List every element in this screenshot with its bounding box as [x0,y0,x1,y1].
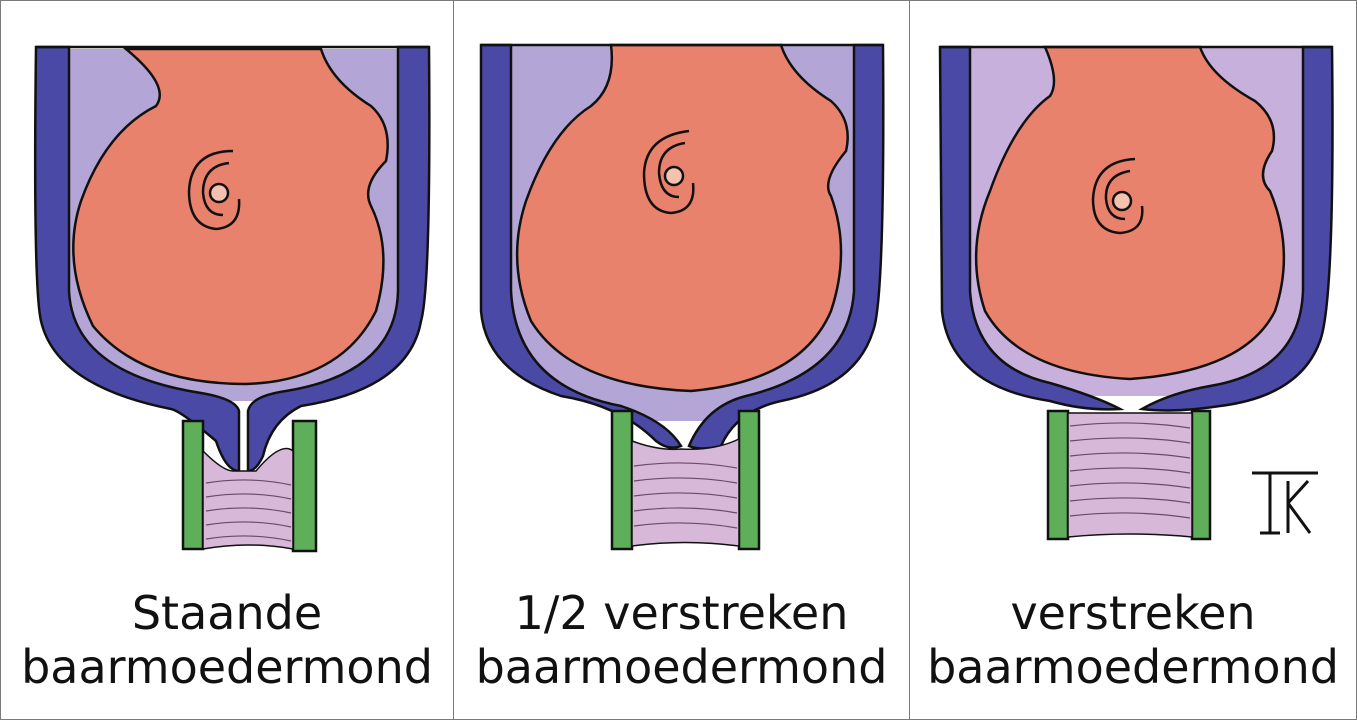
caption-line-2: baarmoedermond [910,641,1356,693]
caption-line-2: baarmoedermond [454,641,909,693]
caption-line-1: Staande [1,587,453,639]
vagina-wall-right [293,421,316,551]
panel-closed-cervix: Staande baarmoedermond [0,0,454,720]
vagina-wall-left [612,411,632,549]
panel-half-dilated: 1/2 verstreken baarmoedermond [453,0,910,720]
cervix-illustration-half [454,1,911,581]
cervix-illustration-full [910,1,1357,581]
cervix-illustration-closed [1,1,455,581]
vagina-wall-right [1192,411,1210,539]
caption-line-2: baarmoedermond [1,641,453,693]
vaginal-folds [1068,413,1192,537]
panel-fully-dilated: verstreken baarmoedermond [909,0,1357,720]
vagina-wall-right [739,411,759,549]
vagina-wall-left [183,421,203,549]
caption-line-1: verstreken [910,587,1356,639]
vagina-wall-left [1048,411,1068,539]
caption-line-1: 1/2 verstreken [454,587,909,639]
artist-monogram-icon [1252,473,1318,533]
